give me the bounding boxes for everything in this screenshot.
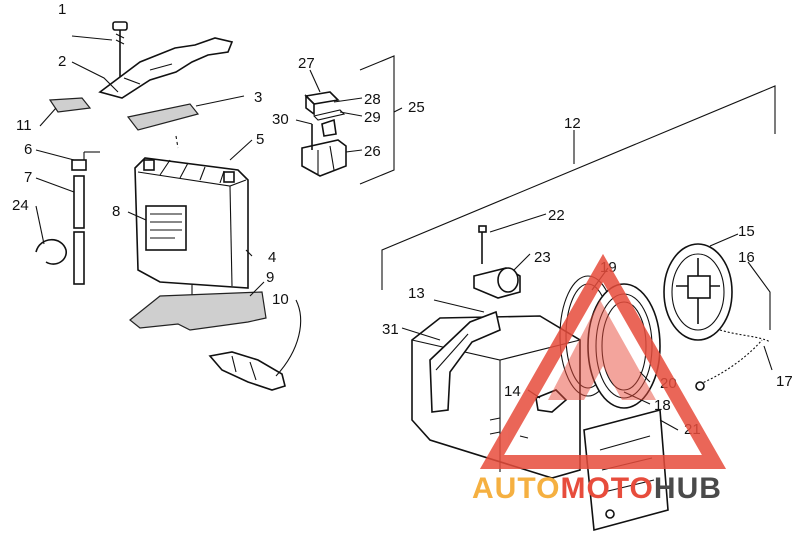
lanyard-part <box>695 329 771 391</box>
mounting-plate-part <box>583 408 669 532</box>
vent-tube-part <box>71 159 87 285</box>
callout-25: 25 <box>408 99 425 116</box>
callout-14: 14 <box>504 383 521 400</box>
clip-part <box>35 238 67 265</box>
terminal-boot-part <box>208 351 286 391</box>
callout-23: 23 <box>534 249 551 266</box>
callout-18: 18 <box>654 397 671 414</box>
watermark-text: AUTOMOTOHUB <box>472 472 722 505</box>
callout-16: 16 <box>738 249 755 266</box>
callout-29: 29 <box>364 109 381 126</box>
callout-12: 12 <box>564 115 581 132</box>
fuse-part <box>304 91 340 116</box>
hold-down-strap-part <box>98 37 234 99</box>
fuse-group-bracket <box>359 55 395 185</box>
callout-30: 30 <box>272 111 289 128</box>
watermark-logo <box>479 253 727 469</box>
callout-5: 5 <box>256 131 264 148</box>
callout-27: 27 <box>298 55 315 72</box>
callout-22: 22 <box>548 207 565 224</box>
pad-part <box>48 97 92 113</box>
callout-6: 6 <box>24 141 32 158</box>
callout-4: 4 <box>268 249 276 266</box>
callout-31: 31 <box>382 321 399 338</box>
callout-28: 28 <box>364 91 381 108</box>
clip-bracket-part <box>473 267 521 299</box>
fuse-holder-part <box>301 118 347 177</box>
battery-part <box>134 157 249 289</box>
callout-3: 3 <box>254 89 262 106</box>
warning-triangle-icon <box>479 253 727 469</box>
callout-13: 13 <box>408 285 425 302</box>
callout-2: 2 <box>58 53 66 70</box>
callout-1: 1 <box>58 1 66 18</box>
callout-17: 17 <box>776 373 793 390</box>
callout-26: 26 <box>364 143 381 160</box>
callout-10: 10 <box>272 291 289 308</box>
callout-11: 11 <box>16 117 32 134</box>
callout-24: 24 <box>12 197 29 214</box>
pad-strip-part <box>126 103 200 131</box>
callout-9: 9 <box>266 269 274 286</box>
lid-part <box>663 243 733 341</box>
callout-8: 8 <box>112 203 120 220</box>
battery-label-part <box>145 205 187 251</box>
storage-group-bracket <box>381 85 776 290</box>
fuse-spacer-part <box>312 109 346 121</box>
callout-7: 7 <box>24 169 32 186</box>
screw-part <box>478 225 487 264</box>
callout-15: 15 <box>738 223 755 240</box>
tray-pad-part <box>129 291 267 331</box>
